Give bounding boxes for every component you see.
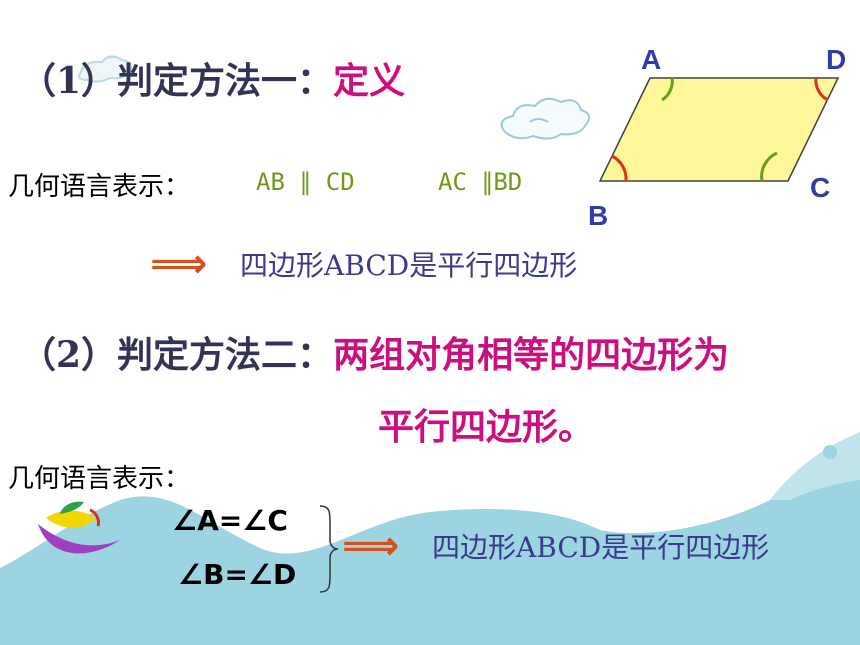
angle-mark-c [760, 151, 778, 182]
dot-shape [823, 445, 837, 459]
method2-prefix: （2）判定方法二： [20, 334, 334, 376]
angle-mark-a [661, 77, 674, 102]
conclusion-2: 四边形ABCD是平行四边形 [432, 531, 770, 564]
geometry-label-1: 几何语言表示： [8, 172, 191, 202]
condition-angle-a-c: ∠A=∠C [172, 504, 288, 537]
method2-keyword-line1: 两组对角相等的四边形为 [333, 334, 730, 376]
parallelogram-shape [598, 77, 840, 182]
boat-icon [38, 501, 120, 554]
vertex-label-b: B [588, 200, 609, 231]
wave-shape [0, 472, 860, 645]
cloud-icon [78, 55, 132, 83]
vertex-label-c: C [810, 172, 831, 203]
brace-shape [319, 505, 339, 593]
method1-heading: （1）判定方法一：定义 [20, 52, 405, 104]
cloud-icon [500, 97, 591, 140]
formula1-right: AC ∥BD [438, 168, 523, 196]
method1-prefix: （1）判定方法一： [20, 60, 334, 102]
parallelogram-figure [598, 77, 840, 182]
vertex-label-d: D [826, 44, 847, 75]
implies-arrow-1: ⟹ [150, 241, 208, 287]
angle-mark-d [814, 77, 829, 102]
vertex-label-a: A [641, 44, 662, 75]
geometry-label-2: 几何语言表示： [8, 464, 191, 494]
method2-heading: （2）判定方法二：两组对角相等的四边形为 [20, 326, 729, 378]
condition-angle-b-d: ∠B=∠D [178, 558, 297, 591]
conclusion-1: 四边形ABCD是平行四边形 [240, 249, 578, 282]
formula1-left: AB ∥ CD [256, 168, 355, 196]
angle-mark-b [611, 154, 628, 182]
implies-arrow-2: ⟹ [342, 523, 400, 569]
method2-heading-line2: 平行四边形。 [378, 398, 594, 450]
method1-keyword: 定义 [333, 60, 406, 102]
method2-keyword-line2: 平行四边形。 [378, 406, 595, 448]
